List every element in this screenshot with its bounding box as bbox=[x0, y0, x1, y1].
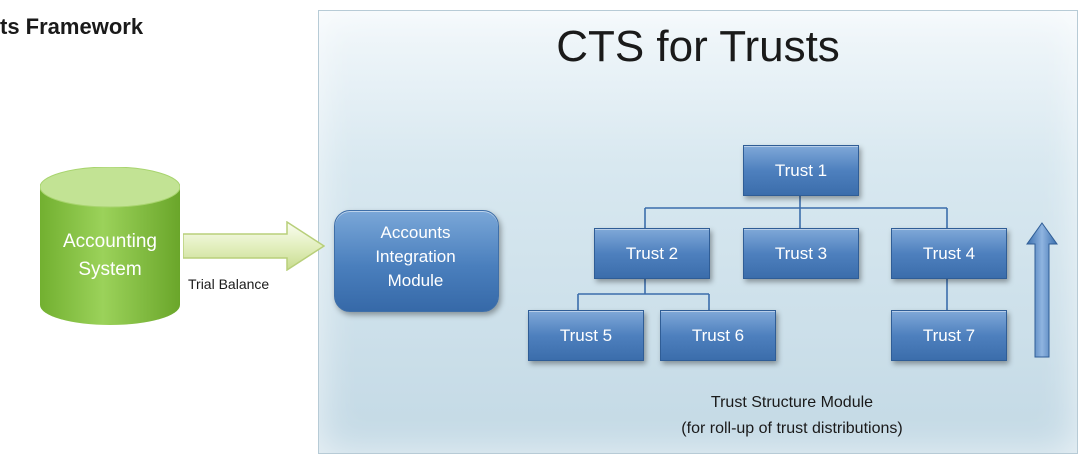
trust-2-box: Trust 2 bbox=[594, 228, 710, 279]
accounts-integration-module-label: Accounts Integration Module bbox=[334, 221, 497, 293]
trust-structure-caption: Trust Structure Module (for roll-up of t… bbox=[597, 390, 987, 442]
accounting-system-line2: System bbox=[78, 259, 142, 280]
trial-balance-arrow-icon bbox=[183, 221, 325, 271]
caption-line1: Trust Structure Module bbox=[710, 394, 874, 411]
database-cylinder-icon bbox=[40, 167, 180, 325]
panel-title: CTS for Trusts bbox=[556, 22, 840, 71]
trial-balance-label: Trial Balance bbox=[188, 276, 270, 292]
trust-4-box: Trust 4 bbox=[891, 228, 1007, 279]
accounting-system-label: Accounting System bbox=[40, 228, 180, 284]
module-line2: Integration bbox=[375, 247, 456, 266]
trust-7-box: Trust 7 bbox=[891, 310, 1007, 361]
trust-1-box: Trust 1 bbox=[743, 145, 859, 196]
trust-6-box: Trust 6 bbox=[660, 310, 776, 361]
module-line3: Module bbox=[387, 271, 444, 290]
caption-line2: (for roll-up of trust distributions) bbox=[681, 420, 903, 437]
accounting-system-line1: Accounting bbox=[62, 231, 157, 252]
accounts-integration-module-box bbox=[334, 210, 499, 312]
trust-3-box: Trust 3 bbox=[743, 228, 859, 279]
roll-up-arrow-icon bbox=[1026, 222, 1058, 358]
trust-5-box: Trust 5 bbox=[528, 310, 644, 361]
module-line1: Accounts bbox=[380, 223, 451, 242]
page-title: ts Framework bbox=[0, 14, 144, 39]
